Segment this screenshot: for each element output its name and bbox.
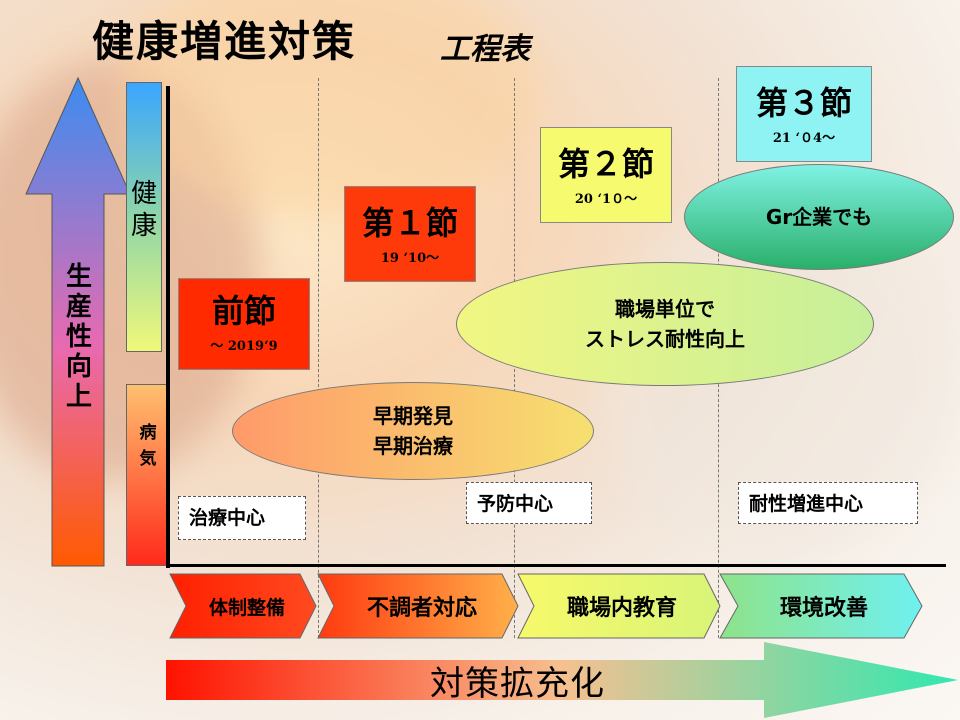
health-bar bbox=[126, 82, 162, 352]
divider-line bbox=[318, 78, 319, 638]
ellipse-line: Gr企業でも bbox=[765, 205, 873, 229]
step-shape bbox=[719, 573, 923, 639]
phase-name: 第１節 bbox=[361, 204, 458, 242]
group-company-ellipse: Gr企業でも bbox=[684, 164, 954, 270]
stress-resilience-ellipse: 職場単位で ストレス耐性向上 bbox=[456, 262, 874, 386]
illness-char: 気 bbox=[139, 449, 157, 469]
health-char: 康 bbox=[130, 211, 157, 241]
productivity-char: 性 bbox=[65, 322, 92, 352]
step-shape bbox=[317, 573, 519, 639]
phase-box-3: 第３節 21 ‘０4～ bbox=[736, 66, 872, 162]
phase-period: ～ 2019‘9 bbox=[210, 339, 278, 354]
process-step-2: 不調者対応 bbox=[366, 596, 477, 621]
productivity-char: 向 bbox=[65, 352, 92, 382]
phase-box-2: 第２節 20 ‘1０～ bbox=[540, 127, 672, 223]
expansion-label: 対策拡充化 bbox=[430, 664, 605, 704]
step-shape bbox=[169, 573, 317, 639]
ellipse-line: 早期治療 bbox=[373, 434, 453, 458]
step-shape bbox=[517, 573, 721, 639]
phase-period: 21 ‘０4～ bbox=[772, 131, 836, 146]
phase-name: 前節 bbox=[211, 292, 276, 330]
focus-tag-resilience: 耐性増進中心 bbox=[738, 482, 918, 524]
illness-char: 病 bbox=[139, 423, 157, 443]
page-title: 健康増進対策 bbox=[92, 17, 357, 66]
phase-period: 19 ‘10～ bbox=[380, 251, 440, 266]
early-detection-ellipse: 早期発見 早期治療 bbox=[232, 382, 594, 480]
process-step-3: 職場内教育 bbox=[566, 596, 677, 621]
process-step-1: 体制整備 bbox=[208, 596, 285, 619]
background-decoration bbox=[120, 0, 540, 220]
productivity-label: 生 産 性 向 上 bbox=[62, 262, 96, 412]
horizontal-axis bbox=[168, 564, 946, 567]
phase-box-1: 第１節 19 ‘10～ bbox=[344, 186, 476, 282]
phase-box-pre: 前節 ～ 2019‘9 bbox=[178, 278, 310, 370]
phase-name: 第３節 bbox=[755, 84, 852, 122]
focus-tag-treatment: 治療中心 bbox=[178, 496, 306, 540]
phase-period: 20 ‘1０～ bbox=[574, 192, 638, 207]
ellipse-line: 早期発見 bbox=[373, 404, 453, 428]
ellipse-line: ストレス耐性向上 bbox=[585, 327, 745, 351]
illness-bar bbox=[126, 384, 170, 566]
process-step-4: 環境改善 bbox=[779, 596, 868, 621]
page-subtitle: 工程表 bbox=[440, 32, 530, 67]
phase-name: 第２節 bbox=[557, 145, 654, 183]
process-chevrons bbox=[169, 573, 923, 639]
vertical-axis bbox=[166, 86, 170, 568]
productivity-char: 産 bbox=[65, 292, 92, 322]
illness-bar-label: 病 気 bbox=[126, 420, 170, 472]
ellipse-line: 職場単位で bbox=[615, 297, 715, 321]
focus-tag-prevention: 予防中心 bbox=[466, 482, 592, 524]
health-char: 健 bbox=[130, 179, 157, 209]
health-bar-label: 健 康 bbox=[126, 178, 162, 242]
expansion-arrow bbox=[166, 642, 958, 718]
productivity-char: 生 bbox=[65, 262, 92, 292]
productivity-char: 上 bbox=[65, 382, 92, 412]
productivity-arrow bbox=[25, 76, 131, 567]
